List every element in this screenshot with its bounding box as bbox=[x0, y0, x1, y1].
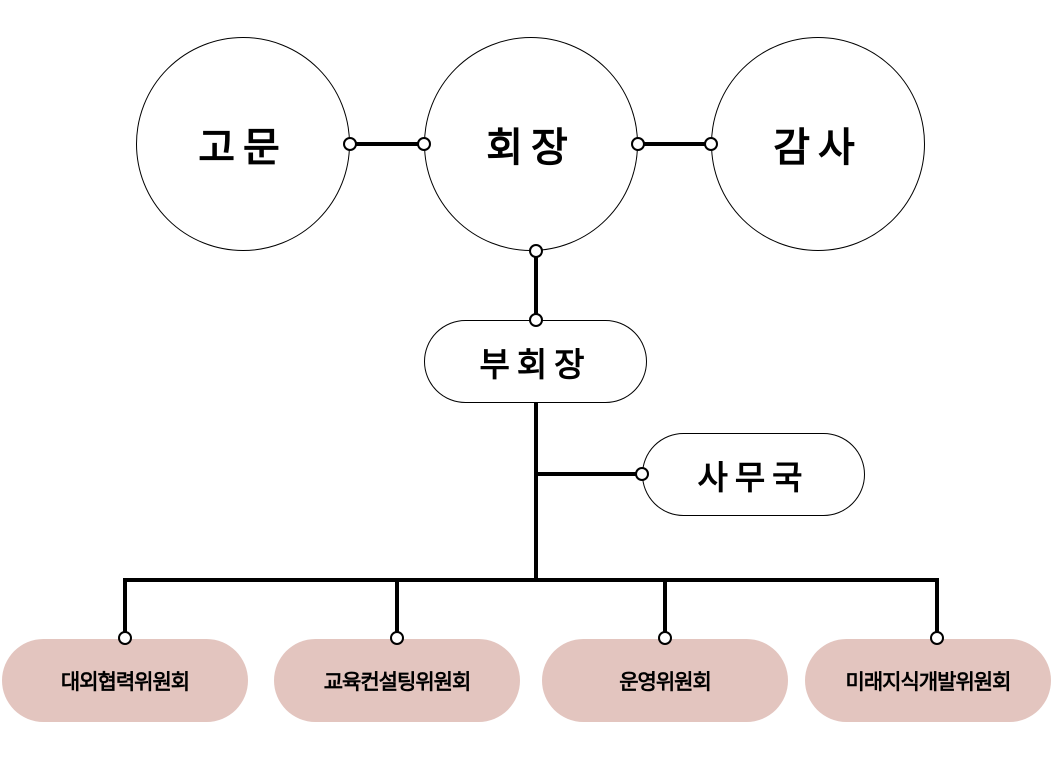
committee-label: 대외협력위원회 bbox=[60, 669, 190, 694]
advisor-node: 고문 bbox=[136, 37, 350, 251]
auditor-node: 감사 bbox=[711, 37, 925, 251]
secretariat-label: 사무국 bbox=[697, 457, 810, 497]
vice-president-label: 부회장 bbox=[479, 344, 592, 384]
committee-label: 교육컨설팅위원회 bbox=[323, 669, 472, 694]
committee-future-knowledge: 미래지식개발위원회 bbox=[805, 639, 1051, 722]
committee-education-consulting: 교육컨설팅위원회 bbox=[274, 639, 520, 722]
auditor-label: 감사 bbox=[773, 125, 863, 171]
vice-president-node: 부회장 bbox=[424, 320, 647, 403]
committee-external-cooperation: 대외협력위원회 bbox=[2, 639, 248, 722]
committee-label: 운영위원회 bbox=[619, 669, 712, 694]
advisor-label: 고문 bbox=[198, 125, 288, 171]
president-label: 회장 bbox=[486, 125, 576, 171]
committee-operations: 운영위원회 bbox=[542, 639, 788, 722]
president-node: 회장 bbox=[424, 37, 638, 251]
committee-label: 미래지식개발위원회 bbox=[845, 669, 1012, 694]
secretariat-node: 사무국 bbox=[642, 433, 865, 516]
